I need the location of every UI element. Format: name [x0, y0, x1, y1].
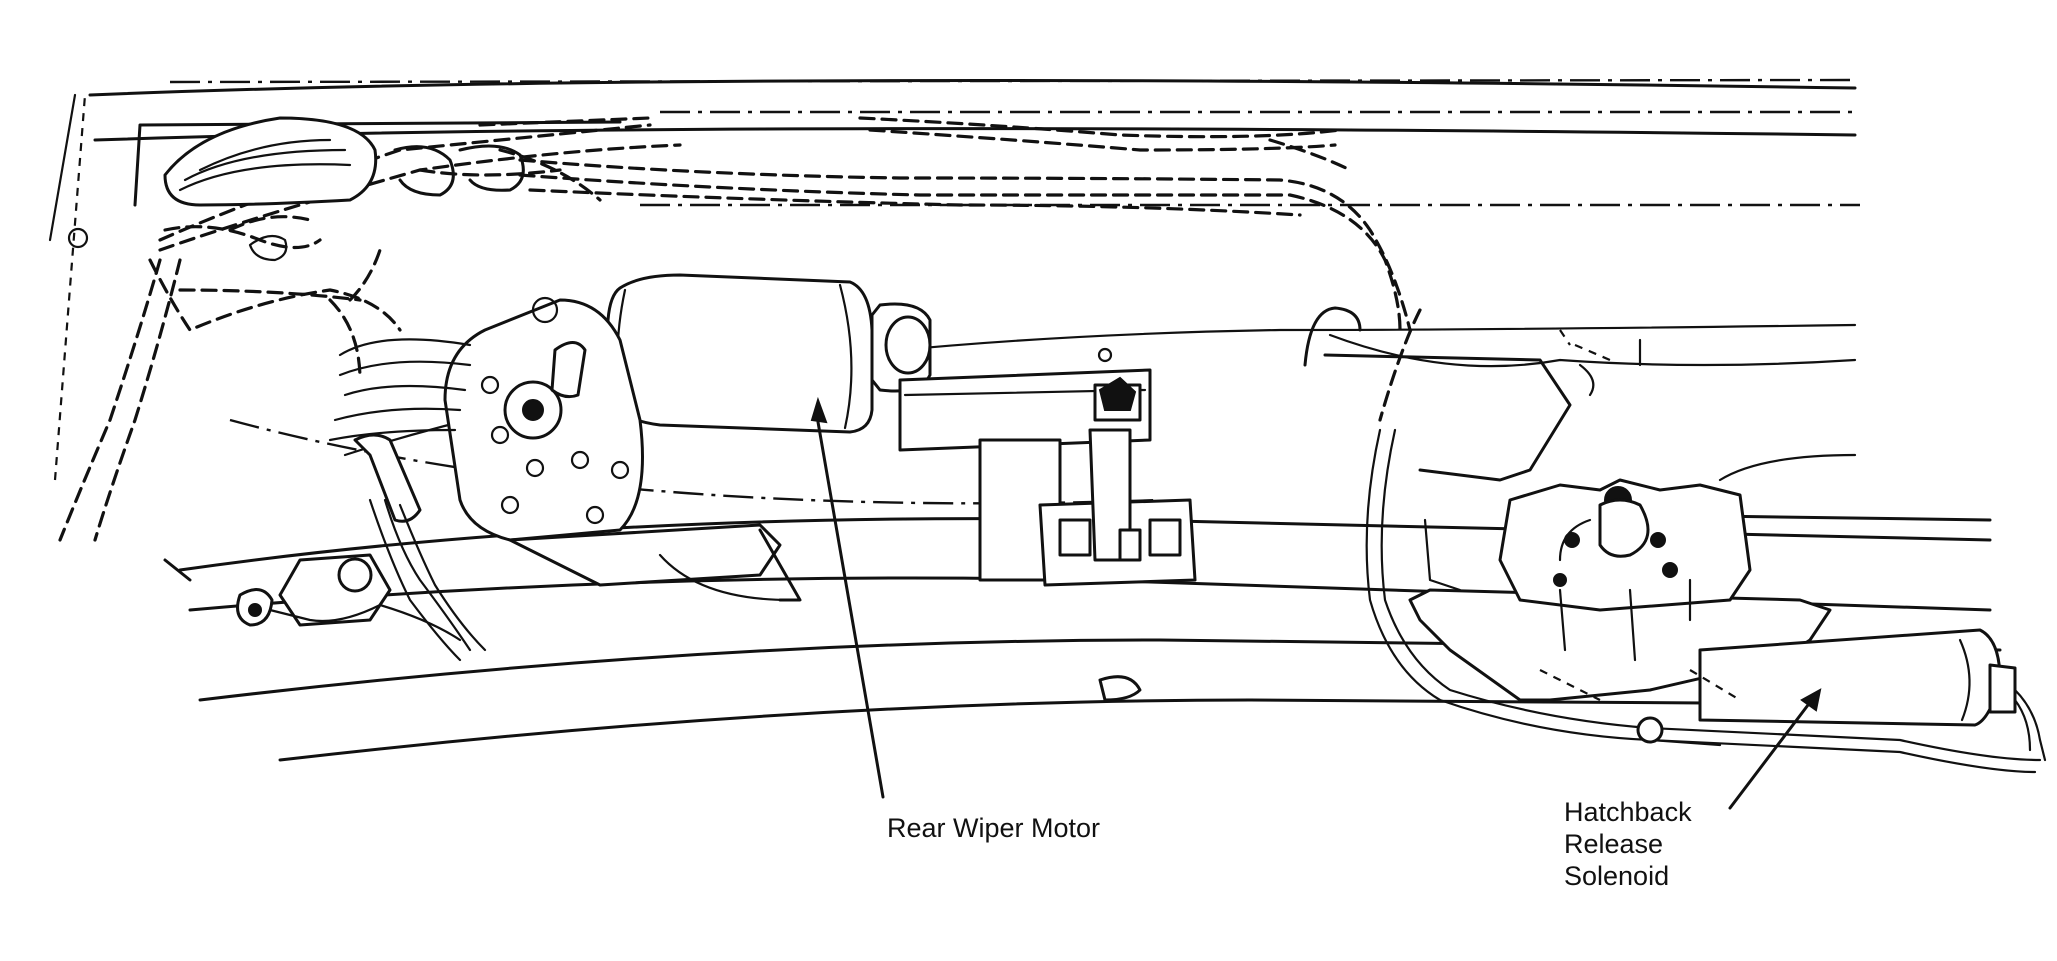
wiring-harness	[58, 116, 1422, 542]
hatchback-release-solenoid	[1303, 306, 2047, 774]
wiper-motor-label: Rear Wiper Motor	[887, 813, 1100, 843]
callout-lines	[810, 396, 1822, 810]
rear-wiper-motor	[236, 273, 1197, 702]
harness-connector	[163, 116, 525, 262]
solenoid-label-line2: Release	[1564, 829, 1663, 859]
solenoid-label-line3: Solenoid	[1564, 861, 1669, 891]
solenoid-label-line1: Hatchback	[1564, 797, 1692, 827]
